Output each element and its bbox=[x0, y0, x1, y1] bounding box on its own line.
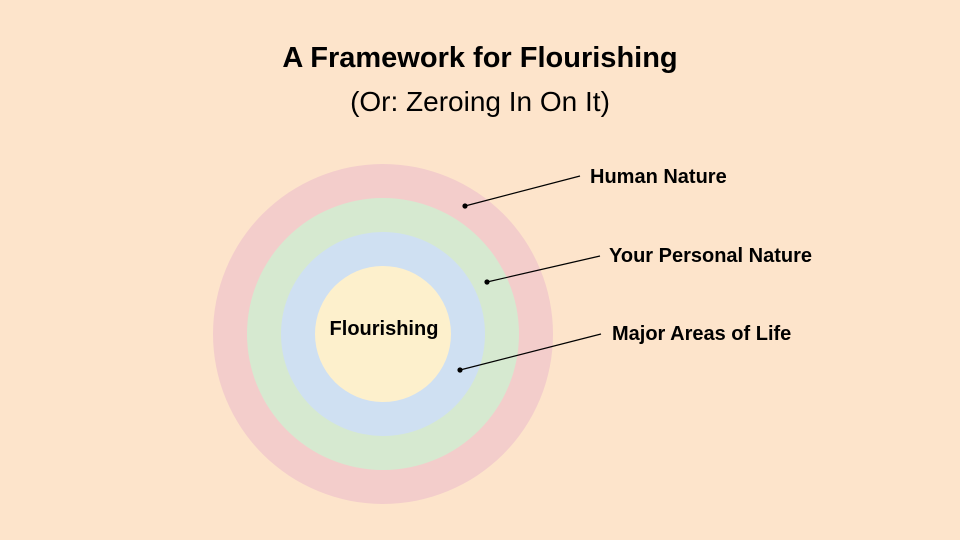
label-human-nature: Human Nature bbox=[590, 166, 727, 188]
leader-dot-personal-nature bbox=[484, 279, 490, 285]
center-label-flourishing: Flourishing bbox=[329, 318, 439, 340]
slide-subtitle: (Or: Zeroing In On It) bbox=[350, 86, 610, 117]
leader-dot-major-areas bbox=[457, 367, 463, 373]
label-your-personal-nature: Your Personal Nature bbox=[609, 245, 813, 267]
slide-title: A Framework for Flourishing bbox=[282, 42, 678, 74]
ring-flourishing-core bbox=[315, 266, 451, 402]
leader-line-major-areas bbox=[459, 333, 602, 371]
leader-line-personal-nature bbox=[486, 255, 601, 283]
label-major-areas-of-life: Major Areas of Life bbox=[612, 323, 792, 345]
leader-dot-human-nature bbox=[462, 203, 468, 209]
leader-line-human-nature bbox=[464, 175, 581, 207]
